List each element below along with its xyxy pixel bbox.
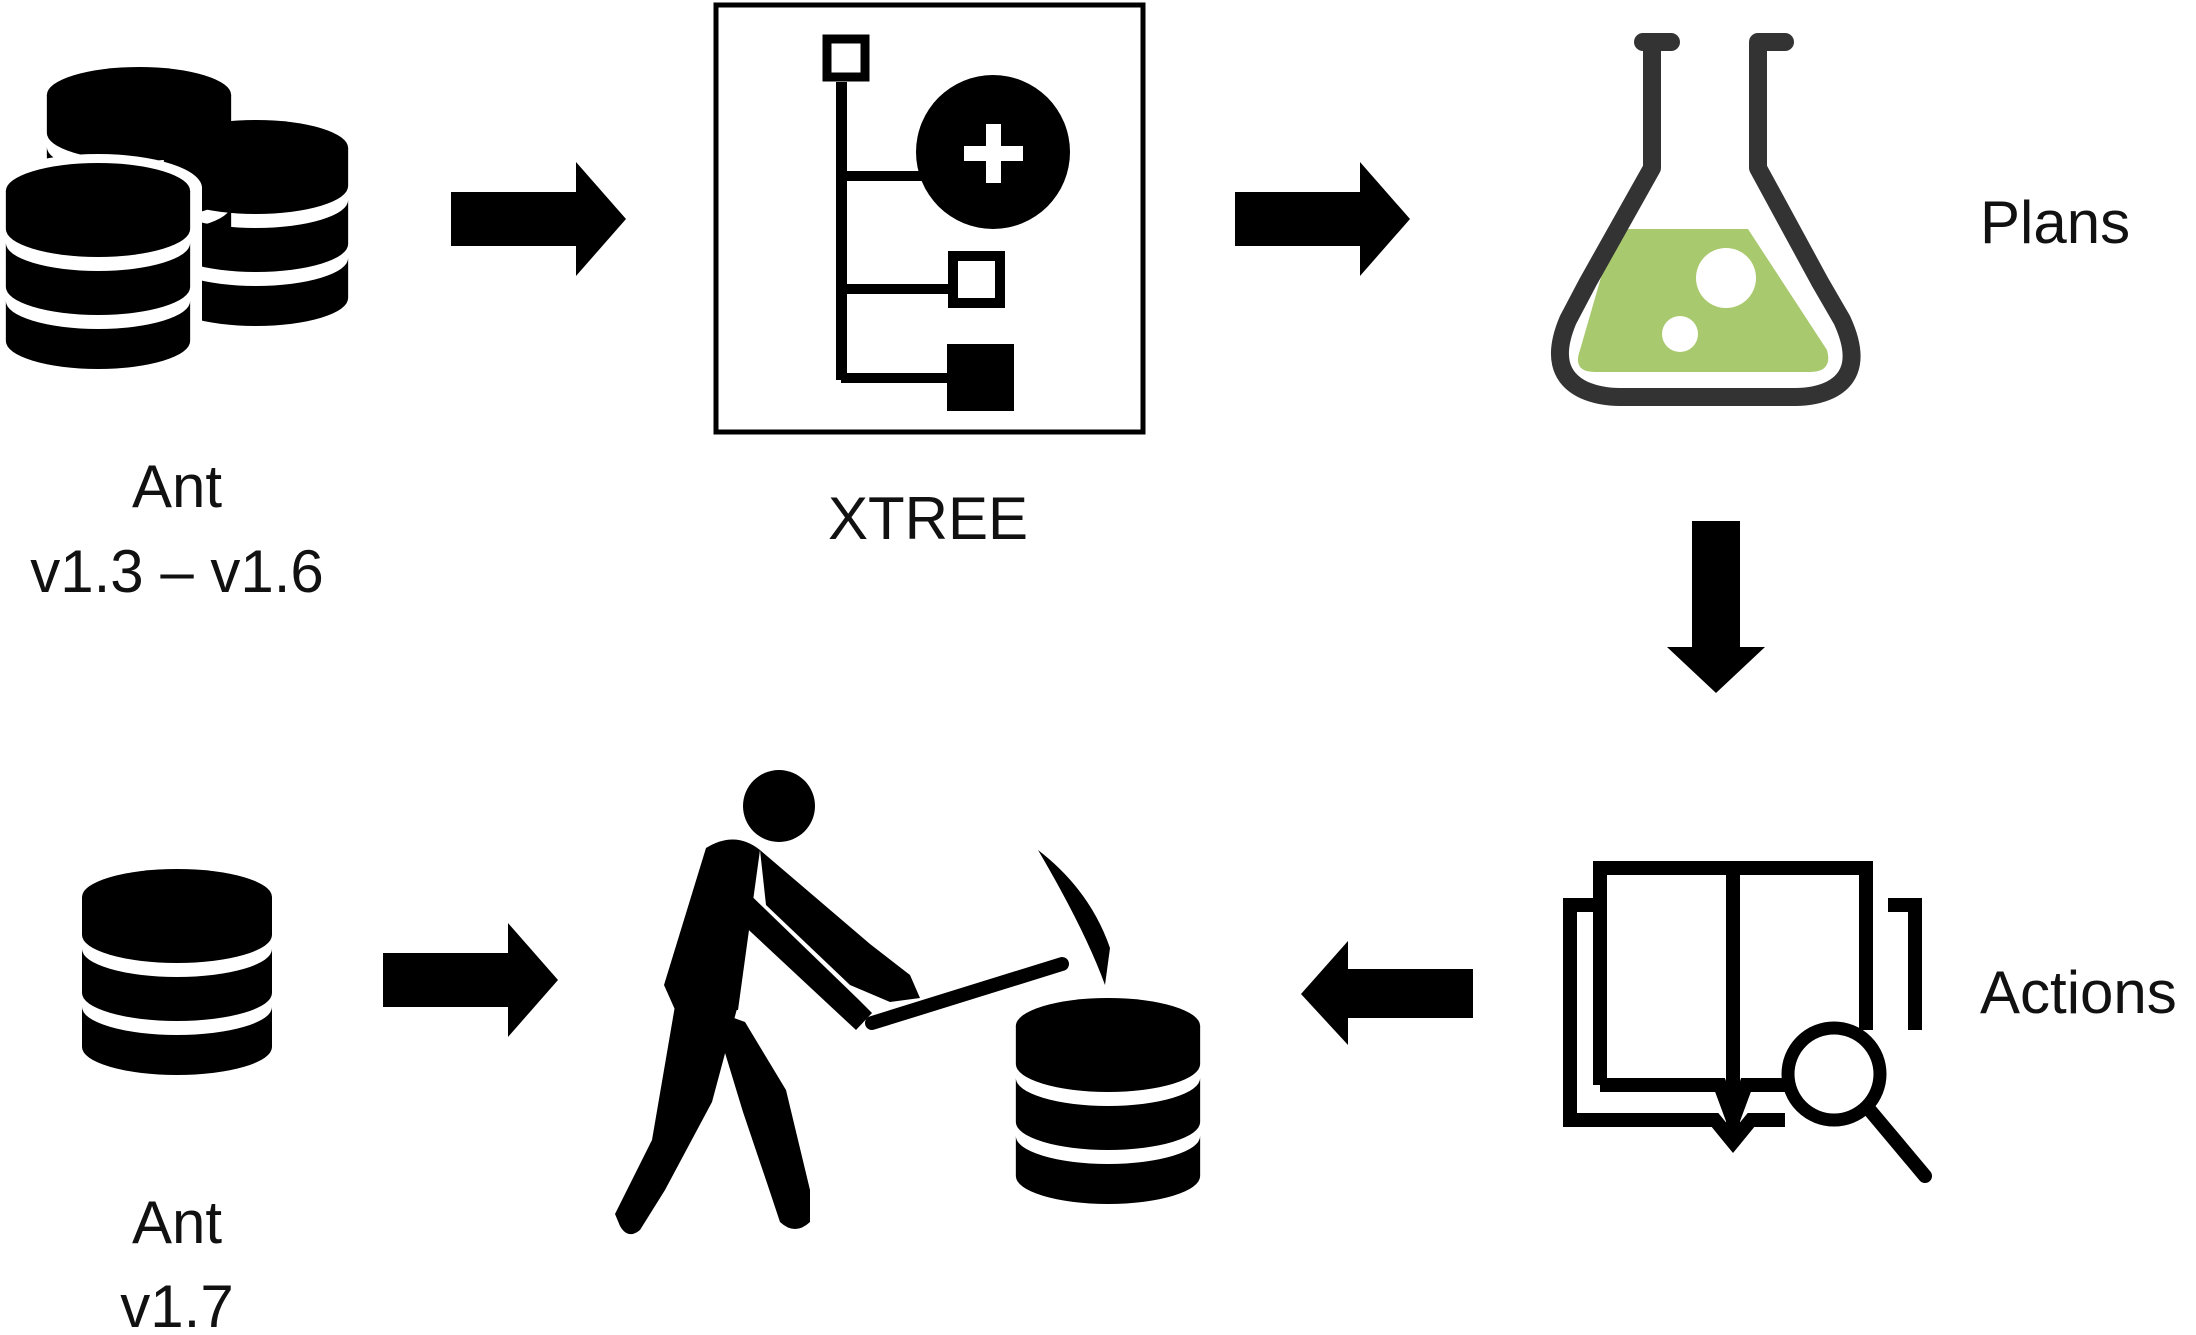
database-icon-mined <box>1015 998 1201 1204</box>
target-db-name: Ant <box>132 1189 222 1256</box>
decision-tree-icon <box>713 2 1146 435</box>
database-stack-icon <box>0 67 349 388</box>
target-db-version: v1.7 <box>120 1273 233 1335</box>
arrow-to-actions <box>1667 521 1765 693</box>
source-db-name: Ant <box>132 453 222 520</box>
plans-label: Plans <box>1980 189 2130 256</box>
actions-label: Actions <box>1980 959 2177 1026</box>
arrow-to-xtree <box>451 162 626 276</box>
database-icon <box>82 869 272 1075</box>
flask-icon <box>1551 33 1861 406</box>
arrow-to-miner <box>383 923 558 1037</box>
miner-icon <box>615 770 1110 1235</box>
book-search-icon <box>1563 861 1932 1183</box>
arrow-to-mining <box>1301 941 1473 1045</box>
xtree-label: XTREE <box>828 485 1028 552</box>
source-db-versions: v1.3 – v1.6 <box>30 538 324 605</box>
arrow-to-plans <box>1235 162 1410 276</box>
